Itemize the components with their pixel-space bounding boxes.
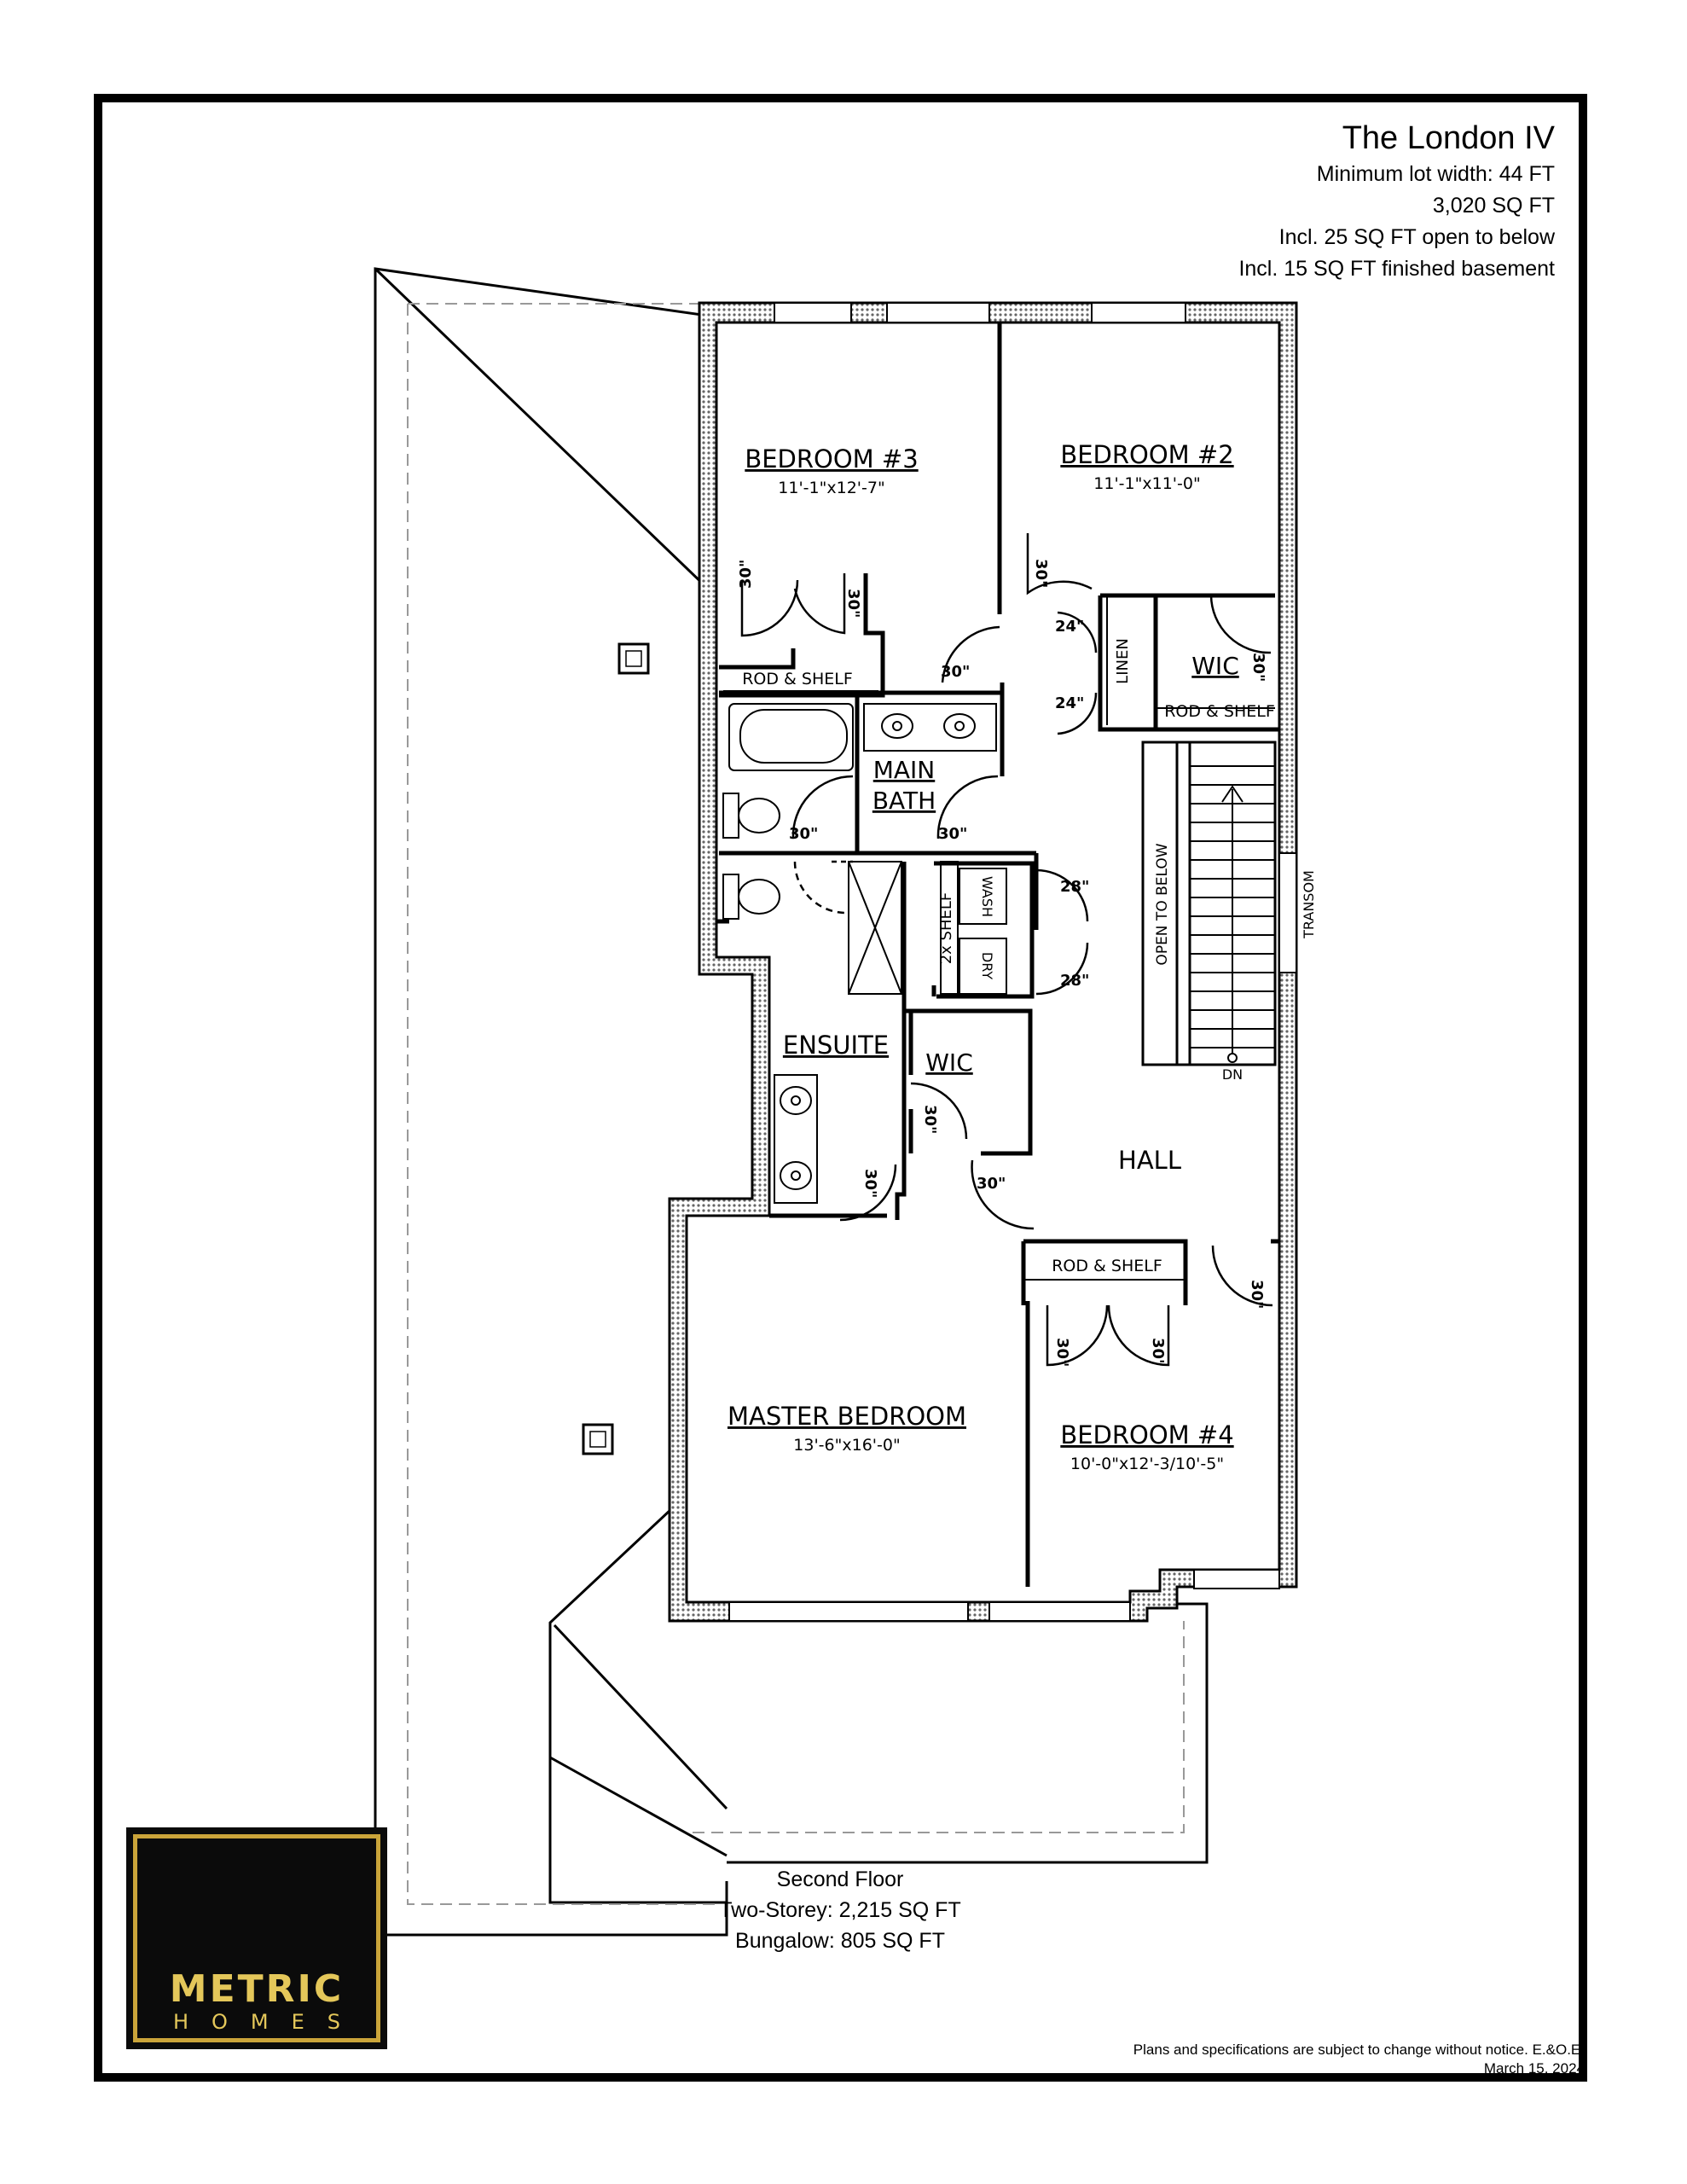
laundry-shelf-label: 2x SHELF [937, 892, 955, 965]
bedroom2-dims: 11'-1"x11'-0" [1093, 474, 1200, 493]
open-to-below-note: Incl. 25 SQ FT open to below [1278, 225, 1555, 249]
bungalow-area: Bungalow: 805 SQ FT [735, 1929, 945, 1953]
lot-width: Minimum lot width: 44 FT [1316, 162, 1555, 186]
roof-dashed-line [407, 303, 1185, 1905]
room-labels: BEDROOM #3 11'-1"x12'-7" BEDROOM #2 11'-… [728, 440, 1239, 1473]
bedroom2-name: BEDROOM #2 [1060, 440, 1233, 469]
door-size-label: 30" [921, 1105, 939, 1134]
stair-down-label: DN [1222, 1066, 1243, 1083]
plan-title: The London IV [1342, 120, 1555, 156]
door-size-label: 30" [789, 825, 818, 843]
door-size-label: 30" [861, 1169, 879, 1198]
page-frame [94, 94, 1587, 2082]
roof-vent-2 [582, 1423, 614, 1455]
stairs [1141, 741, 1277, 1066]
roof-vent-1 [617, 642, 650, 675]
floor-name: Second Floor [776, 1867, 904, 1891]
door-size-label: 30" [1032, 559, 1050, 588]
bedroom3-dims: 11'-1"x12'-7" [778, 479, 884, 497]
linen-label: LINEN [1114, 638, 1132, 684]
master-bedroom-dims: 13'-6"x16'-0" [793, 1436, 900, 1455]
logo-border [133, 1834, 380, 2042]
door-size-label: 30" [938, 825, 967, 843]
door-size-label: 24" [1055, 694, 1084, 712]
door-size-label: 30" [1149, 1338, 1167, 1367]
main-bath-label-1: MAIN [873, 756, 936, 784]
door-size-labels: 30" 30" 30" 30" 24" 24" 30" 30" 30" 28" … [737, 559, 1267, 1367]
misc-labels: ROD & SHELF ROD & SHELF ROD & SHELF 2x S… [742, 670, 1317, 1275]
rod-shelf-label-3: ROD & SHELF [1052, 1257, 1162, 1275]
total-area: 3,020 SQ FT [1432, 194, 1555, 218]
door-size-label: 30" [1053, 1338, 1071, 1367]
metric-homes-logo: METRIC HOMES [126, 1827, 387, 2049]
dry-label: DRY [979, 952, 995, 979]
floor-caption: Second Floor Two-Storey: 2,215 SQ FT Bun… [699, 1864, 981, 1956]
door-size-label: 30" [844, 589, 862, 618]
logo-sub-text: HOMES [172, 2010, 364, 2034]
door-size-label: 30" [977, 1175, 1006, 1193]
door-size-label: 24" [1055, 618, 1084, 636]
hall-label: HALL [1118, 1146, 1181, 1175]
door-size-label: 28" [1060, 878, 1089, 896]
wic-bedroom2-label: WIC [1191, 652, 1239, 680]
door-size-label: 30" [737, 560, 755, 589]
bedroom3-name: BEDROOM #3 [745, 444, 918, 473]
disclaimer-block: Plans and specifications are subject to … [1133, 2041, 1585, 2078]
windows [728, 302, 1297, 1622]
basement-note: Incl. 15 SQ FT finished basement [1238, 257, 1555, 281]
door-size-label: 30" [941, 663, 970, 681]
door-swings [740, 533, 1273, 1367]
disclaimer-text: Plans and specifications are subject to … [1133, 2042, 1585, 2058]
wash-label: WASH [979, 876, 995, 917]
open-to-below-label: OPEN TO BELOW [1154, 843, 1171, 965]
plan-date: March 15, 2024 [1483, 2060, 1585, 2077]
wic-ensuite-label: WIC [925, 1048, 973, 1077]
logo-brand-text: METRIC [169, 1967, 345, 2011]
door-size-label: 30" [1249, 653, 1267, 682]
main-bath-label-2: BATH [872, 787, 936, 815]
ensuite-label: ENSUITE [783, 1031, 889, 1060]
bedroom4-name: BEDROOM #4 [1060, 1420, 1233, 1449]
bedroom4-dims: 10'-0"x12'-3/10'-5" [1070, 1455, 1224, 1473]
rod-shelf-label-1: ROD & SHELF [742, 670, 853, 688]
interior-walls [716, 322, 1279, 1587]
rod-shelf-label-2: ROD & SHELF [1164, 702, 1275, 721]
plan-info: The London IV Minimum lot width: 44 FT 3… [1238, 118, 1555, 285]
roof-outline [374, 267, 1209, 1937]
master-bedroom-name: MASTER BEDROOM [728, 1402, 966, 1431]
fixtures [722, 597, 1275, 1281]
transom-label: TRANSOM [1301, 870, 1317, 939]
door-size-label: 28" [1060, 972, 1089, 990]
two-storey-area: Two-Storey: 2,215 SQ FT [719, 1898, 961, 1922]
door-size-label: 30" [1248, 1280, 1266, 1309]
